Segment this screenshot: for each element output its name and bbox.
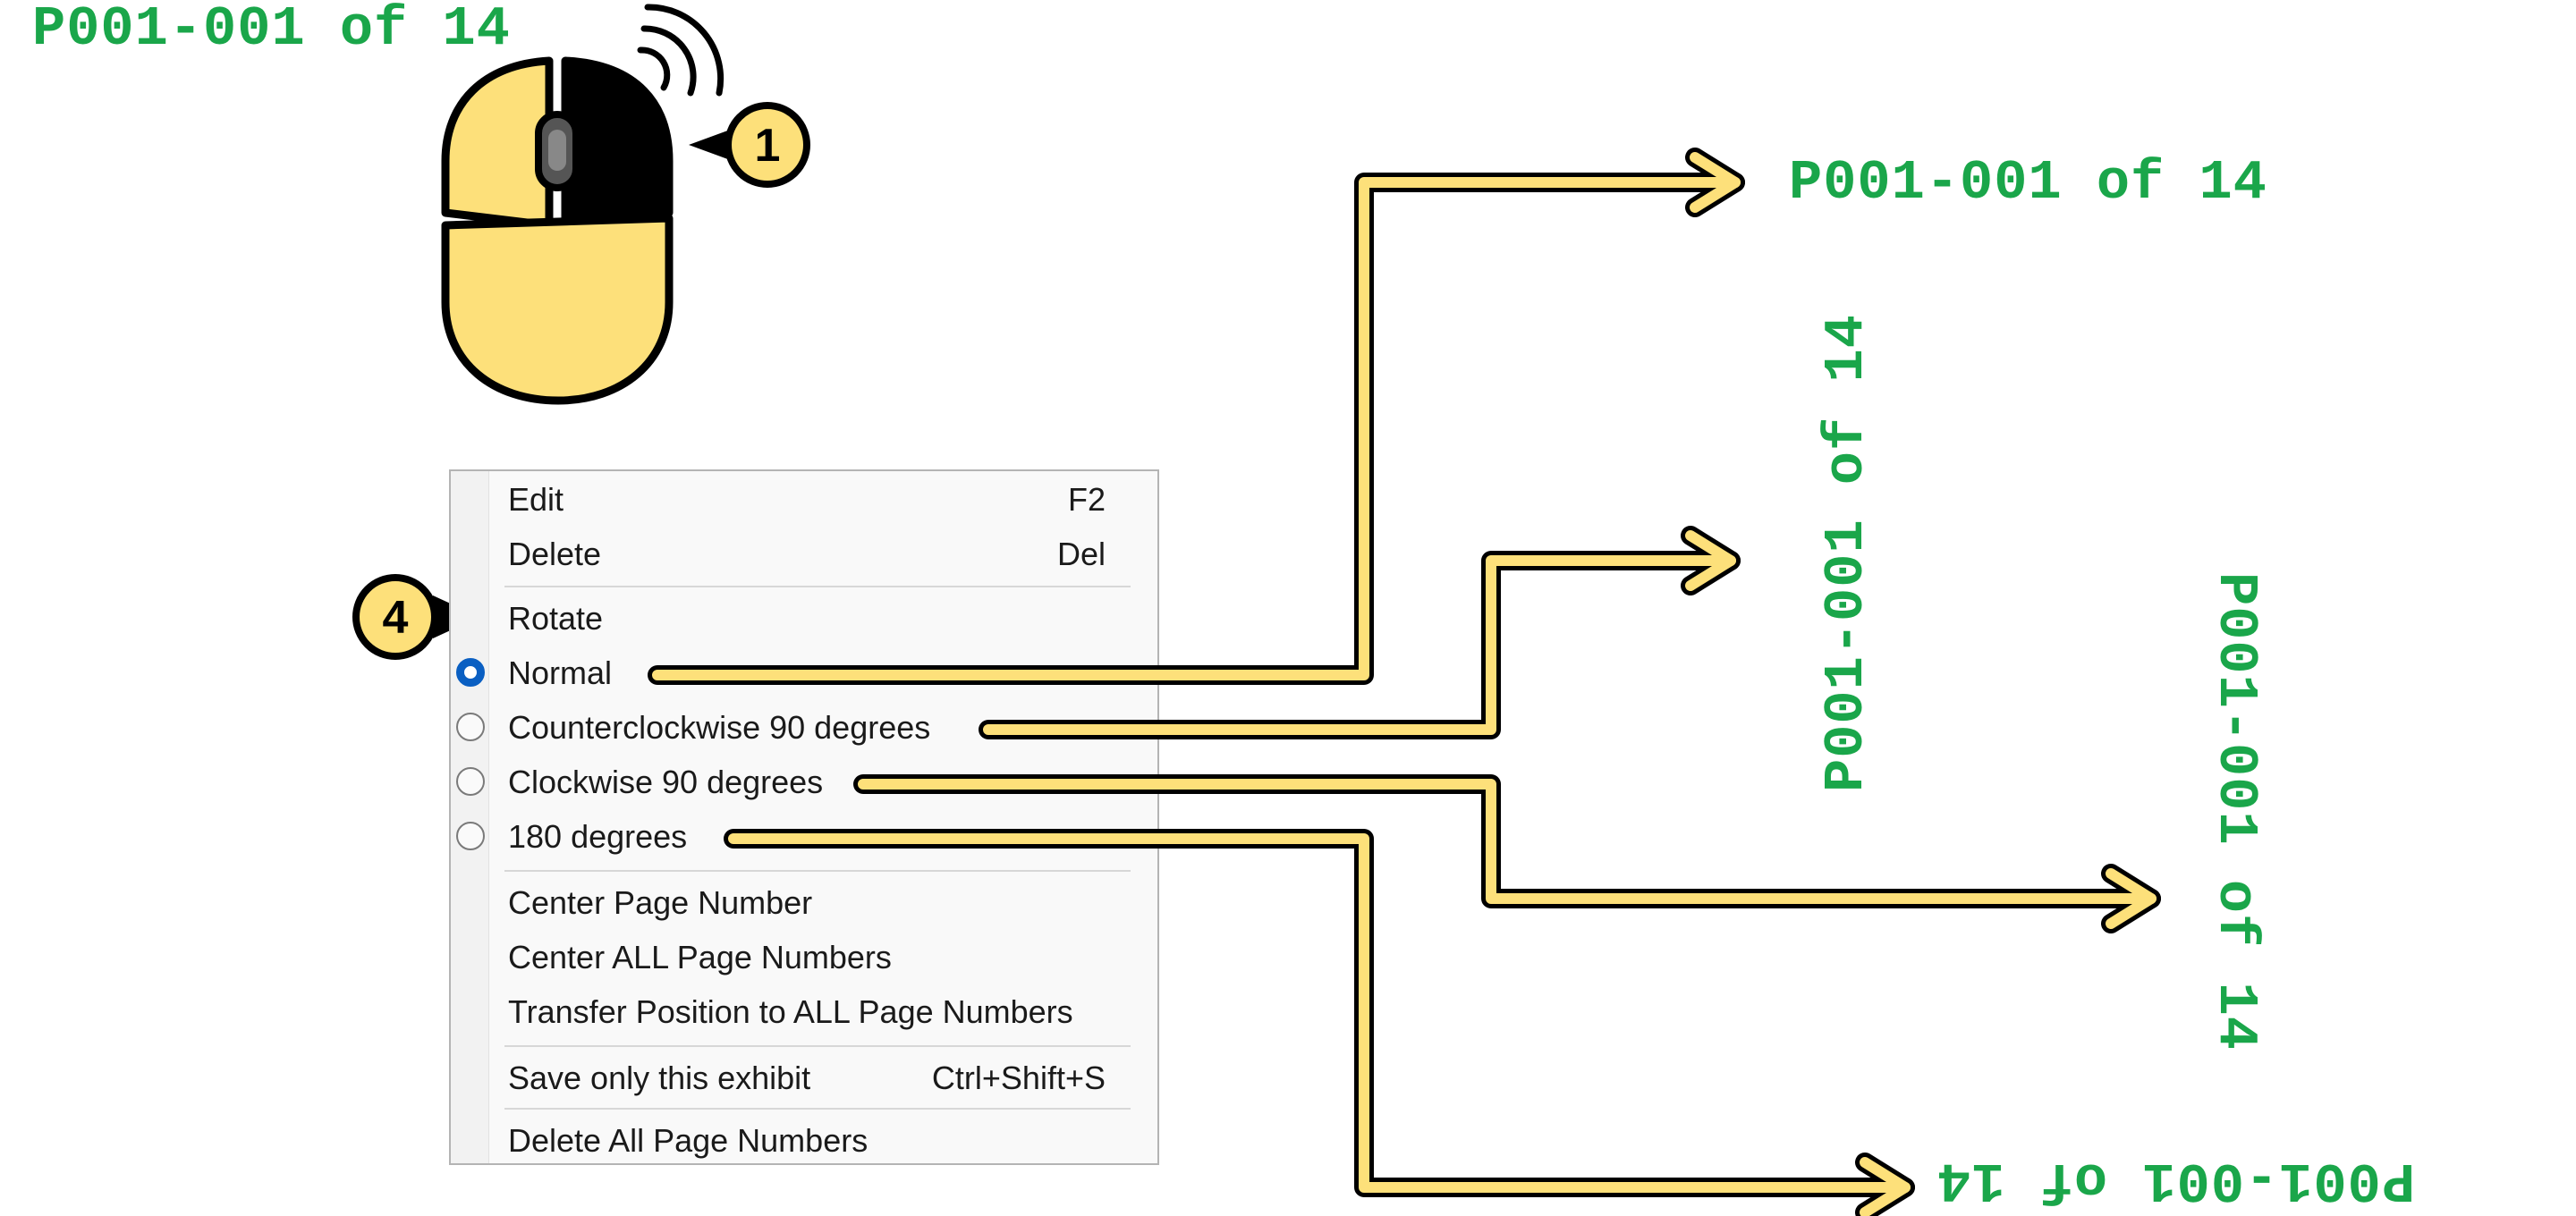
context-menu: Edit F2 Delete Del Rotate Normal Counter… bbox=[449, 469, 1159, 1165]
scroll-wave-icon bbox=[637, 4, 724, 97]
menu-item-transfer-position[interactable]: Transfer Position to ALL Page Numbers bbox=[451, 987, 1157, 1037]
menu-item-center-page-number-label: Center Page Number bbox=[508, 884, 813, 921]
radio-button-icon[interactable] bbox=[456, 658, 485, 687]
callout-4-badge: 4 bbox=[352, 574, 479, 660]
menu-item-transfer-position-label: Transfer Position to ALL Page Numbers bbox=[508, 993, 1073, 1030]
menu-item-center-page-number[interactable]: Center Page Number bbox=[451, 878, 1157, 928]
callout-1-badge: 1 bbox=[689, 102, 810, 188]
menu-item-center-all-page-numbers[interactable]: Center ALL Page Numbers bbox=[451, 933, 1157, 983]
menu-item-delete-all[interactable]: Delete All Page Numbers bbox=[451, 1116, 1157, 1166]
callout-1-number: 1 bbox=[755, 120, 781, 172]
menu-header-rotate-label: Rotate bbox=[508, 600, 604, 637]
menu-item-rotate-clockwise[interactable]: Clockwise 90 degrees bbox=[451, 757, 1157, 807]
menu-separator bbox=[504, 586, 1131, 587]
menu-item-rotate-normal[interactable]: Normal bbox=[451, 648, 1157, 698]
radio-button-icon[interactable] bbox=[456, 822, 485, 850]
menu-item-rotate-counterclockwise-label: Counterclockwise 90 degrees bbox=[508, 709, 931, 746]
menu-item-edit-shortcut: F2 bbox=[1067, 481, 1106, 518]
menu-item-delete[interactable]: Delete Del bbox=[451, 529, 1157, 579]
menu-item-delete-all-label: Delete All Page Numbers bbox=[508, 1122, 869, 1159]
mouse-right-button bbox=[561, 56, 674, 230]
menu-gutter bbox=[451, 471, 489, 1163]
menu-item-edit-label: Edit bbox=[508, 481, 564, 518]
menu-header-rotate: Rotate bbox=[451, 594, 1157, 644]
menu-item-rotate-clockwise-label: Clockwise 90 degrees bbox=[508, 764, 824, 800]
page-number-stamp-top: P001-001 of 14 bbox=[32, 0, 511, 61]
menu-separator bbox=[504, 1108, 1131, 1110]
mouse-body bbox=[441, 214, 674, 405]
menu-item-edit[interactable]: Edit F2 bbox=[451, 475, 1157, 525]
menu-item-delete-shortcut: Del bbox=[1056, 536, 1106, 572]
menu-item-save-exhibit-shortcut: Ctrl+Shift+S bbox=[931, 1060, 1106, 1096]
menu-item-delete-label: Delete bbox=[508, 536, 602, 572]
menu-item-save-exhibit[interactable]: Save only this exhibit Ctrl+Shift+S bbox=[451, 1053, 1157, 1103]
radio-button-icon[interactable] bbox=[456, 713, 485, 741]
mouse-left-button bbox=[441, 56, 554, 230]
page-number-stamp-normal: P001-001 of 14 bbox=[1789, 151, 2267, 215]
menu-item-save-exhibit-label: Save only this exhibit bbox=[508, 1060, 811, 1096]
menu-item-rotate-counterclockwise[interactable]: Counterclockwise 90 degrees bbox=[451, 703, 1157, 753]
radio-button-icon[interactable] bbox=[456, 767, 485, 796]
menu-item-rotate-180[interactable]: 180 degrees bbox=[451, 812, 1157, 862]
mouse-icon bbox=[441, 56, 674, 405]
menu-item-rotate-normal-label: Normal bbox=[508, 654, 613, 691]
menu-item-center-all-page-numbers-label: Center ALL Page Numbers bbox=[508, 939, 892, 975]
menu-separator bbox=[504, 870, 1131, 872]
menu-separator bbox=[504, 1045, 1131, 1047]
callout-4-number: 4 bbox=[383, 592, 409, 644]
menu-item-rotate-180-label: 180 degrees bbox=[508, 818, 688, 855]
